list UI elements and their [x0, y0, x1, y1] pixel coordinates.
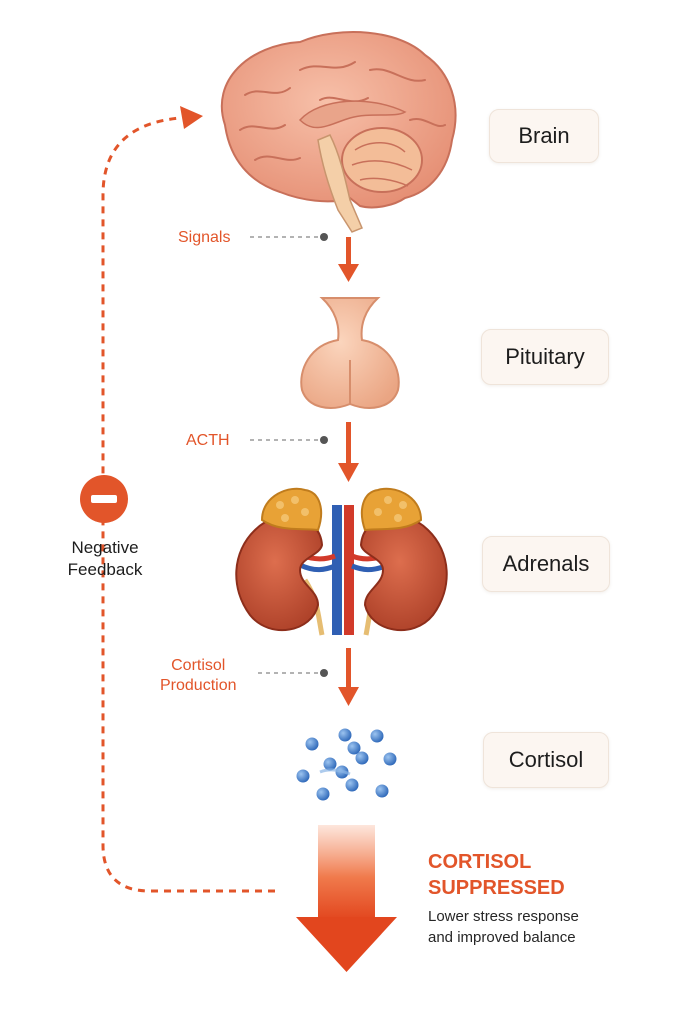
cortisol-molecules-icon	[296, 728, 397, 801]
minus-circle-icon	[80, 475, 128, 523]
acth-connector-dot	[320, 436, 328, 444]
negative-feedback-line2: Feedback	[67, 560, 143, 579]
signals-label: Signals	[178, 229, 231, 246]
cortisol-suppressed-title: CORTISOL SUPPRESSED	[428, 849, 658, 901]
cortisol-suppressed-description: Lower stress response and improved balan…	[428, 906, 668, 948]
cortisol-production-line1: Cortisol	[171, 657, 226, 674]
brain-icon	[220, 31, 457, 233]
suppressed-desc-line2: and improved balance	[428, 929, 576, 946]
adrenals-label: Adrenals	[482, 536, 610, 592]
cortisol-production-label: Cortisol Production	[160, 656, 237, 696]
cortisol-label: Cortisol	[483, 732, 609, 788]
negative-feedback-line1: Negative	[71, 538, 139, 557]
feedback-loop-line	[101, 116, 275, 893]
cortisol-production-connector-dot	[320, 669, 328, 677]
adrenal-kidneys-icon	[235, 487, 448, 636]
signals-connector-dot	[320, 233, 328, 241]
suppression-arrow	[296, 825, 397, 972]
cortisol-production-arrow	[338, 648, 359, 706]
suppressed-title-line1: CORTISOL	[428, 851, 532, 873]
suppressed-title-line2: SUPPRESSED	[428, 877, 565, 899]
acth-label: ACTH	[186, 432, 230, 449]
cortisol-production-line2: Production	[160, 677, 237, 694]
signals-arrow	[338, 237, 359, 282]
pituitary-gland-icon	[300, 297, 400, 409]
acth-arrow	[338, 422, 359, 482]
negative-feedback-label: Negative Feedback	[50, 537, 160, 581]
suppressed-desc-line1: Lower stress response	[428, 908, 579, 925]
pituitary-label: Pituitary	[481, 329, 609, 385]
feedback-arrowhead	[180, 106, 203, 129]
brain-label: Brain	[489, 109, 599, 163]
